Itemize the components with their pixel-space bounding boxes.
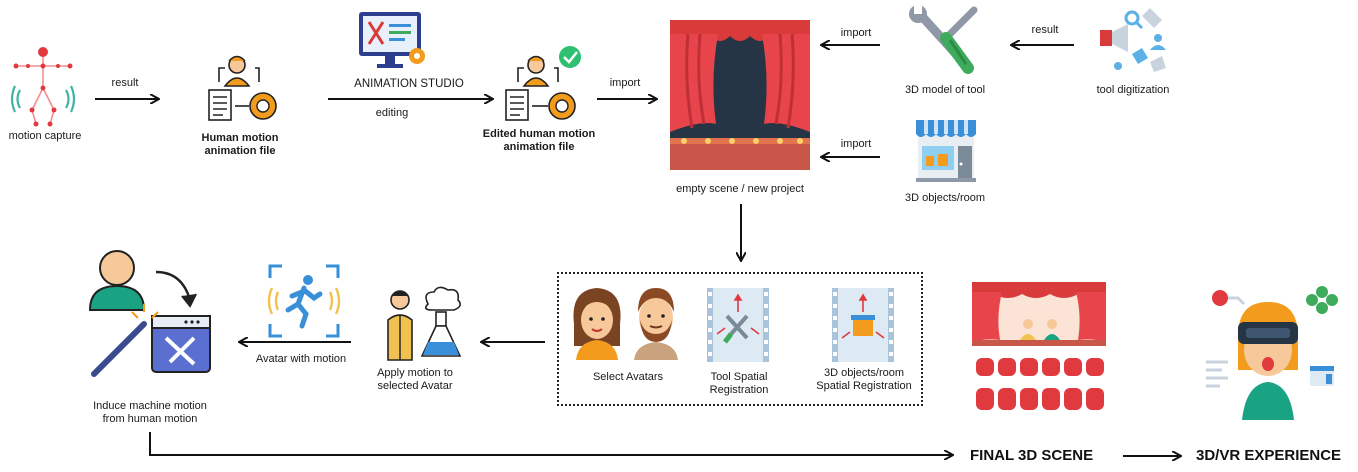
induce-motion-label-2: from human motion [102,413,198,425]
tool-registration-label-1: Tool Spatial [710,371,768,383]
objects-registration-label-2: Spatial Registration [816,380,912,392]
empty-stage-icon [670,20,810,170]
apply-motion-label-2: selected Avatar [377,380,453,392]
apply-motion-label-1: Apply motion to [377,367,453,379]
result-label-2: result [1031,24,1059,36]
induce-motion-label-1: Induce machine motion [93,400,207,412]
avatar-with-motion-label: Avatar with motion [255,353,347,365]
empty-scene-label: empty scene / new project [676,183,804,195]
import-label-1: import [609,77,641,89]
import-label-2: import [840,27,872,39]
tool-model-label: 3D model of tool [904,84,986,96]
running-avatar-icon [267,264,341,338]
male-avatar-icon [634,288,678,360]
tool-registration-icon [707,288,769,362]
human-motion-file-label-2: animation file [204,145,276,157]
motion-capture-label: motion capture [8,130,82,142]
select-avatars-label: Select Avatars [592,371,664,383]
edited-animation-file-icon [505,46,581,121]
theatre-audience-icon [972,282,1106,410]
vr-headset-icon [1206,286,1338,420]
result-label-1: result [111,77,139,89]
female-avatar-icon [573,288,621,360]
computer-tools-icon [359,12,425,68]
final-scene-label: FINAL 3D SCENE [970,447,1094,464]
wrench-screwdriver-icon [909,6,978,74]
animation-file-icon [208,55,277,121]
induce-motion-icon [88,250,211,377]
human-motion-file-label-1: Human motion [201,132,279,144]
motion-capture-icon [10,47,76,127]
registration-group-box [557,272,923,406]
edited-motion-file-label-2: animation file [503,141,575,153]
editing-label: editing [375,107,409,119]
objects-registration-label-1: 3D objects/room [823,367,905,379]
shop-building-icon [916,120,976,182]
vr-experience-label: 3D/VR EXPERIENCE [1196,447,1342,464]
edited-motion-file-label-1: Edited human motion [482,128,596,140]
animation-studio-label: ANIMATION STUDIO [354,78,464,90]
digitization-icon [1100,8,1166,72]
tool-digitization-label: tool digitization [1096,84,1170,96]
arrow-induce-to-final [149,432,952,455]
import-label-3: import [840,138,872,150]
objects-room-label: 3D objects/room [904,192,986,204]
tool-registration-label-2: Registration [709,384,769,396]
scientist-flask-icon [387,286,462,361]
room-registration-icon [832,288,894,362]
